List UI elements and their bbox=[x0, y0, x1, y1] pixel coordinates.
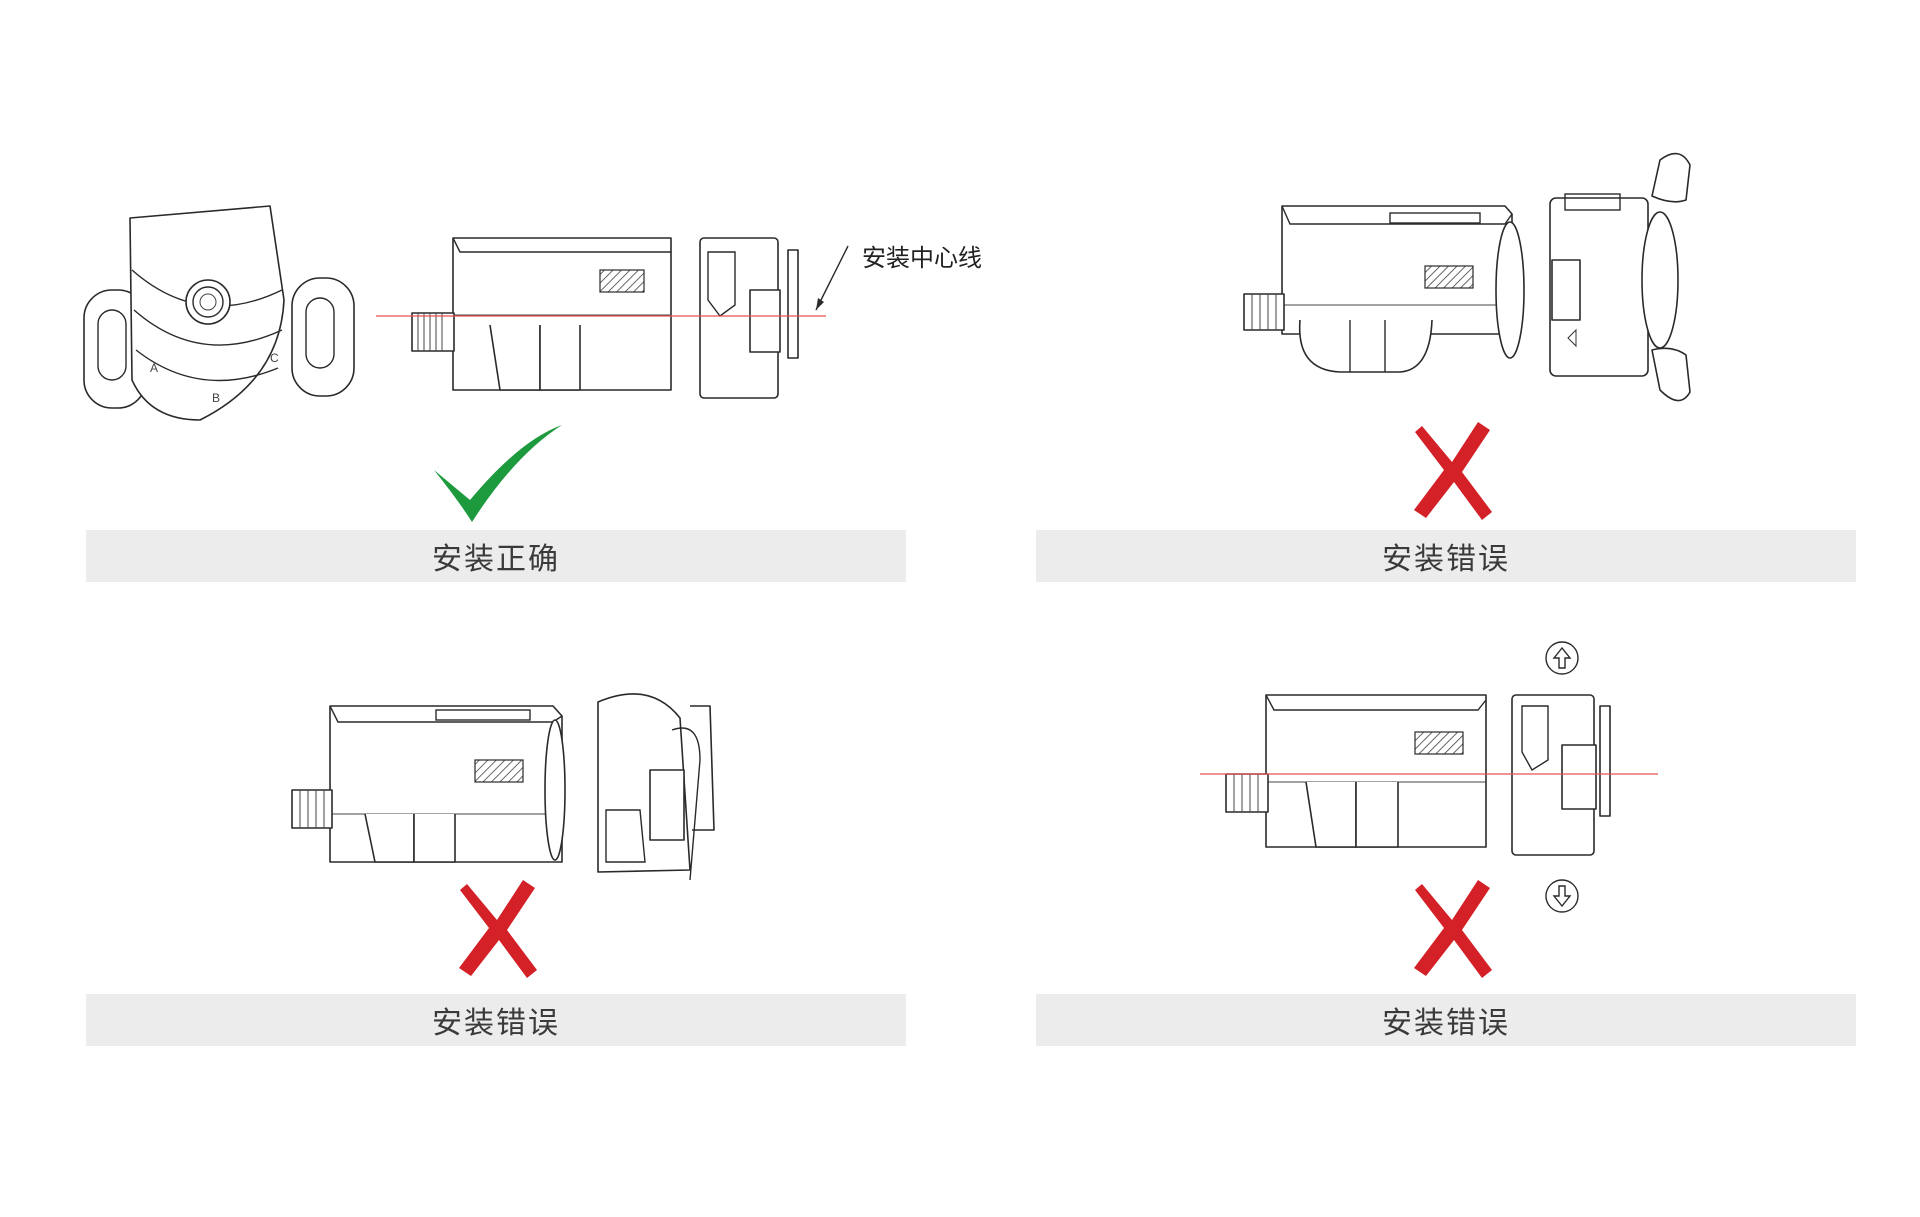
caption-wrong-height: 安装错误 bbox=[1036, 994, 1856, 1046]
svg-text:A: A bbox=[150, 361, 158, 375]
correct-check-icon bbox=[434, 425, 562, 522]
wrong-cross-icon bbox=[459, 880, 537, 978]
side-view-sensor-angled bbox=[291, 693, 715, 881]
wrong-cross-icon bbox=[1414, 880, 1492, 978]
side-view-sensor-offset bbox=[1243, 152, 1691, 402]
svg-text:C: C bbox=[270, 351, 279, 365]
centerline-label: 安装中心线 bbox=[862, 244, 982, 272]
wrong-cross-icon bbox=[1414, 422, 1492, 520]
caption-wrong-angle: 安装错误 bbox=[86, 994, 906, 1046]
caption-correct: 安装正确 bbox=[86, 530, 906, 582]
svg-text:B: B bbox=[212, 391, 220, 405]
caption-wrong-tilt: 安装错误 bbox=[1036, 530, 1856, 582]
side-view-sensor-aligned bbox=[376, 237, 849, 399]
front-view-sensor: A B C bbox=[83, 205, 355, 421]
side-view-sensor-height-offset bbox=[1200, 641, 1658, 913]
